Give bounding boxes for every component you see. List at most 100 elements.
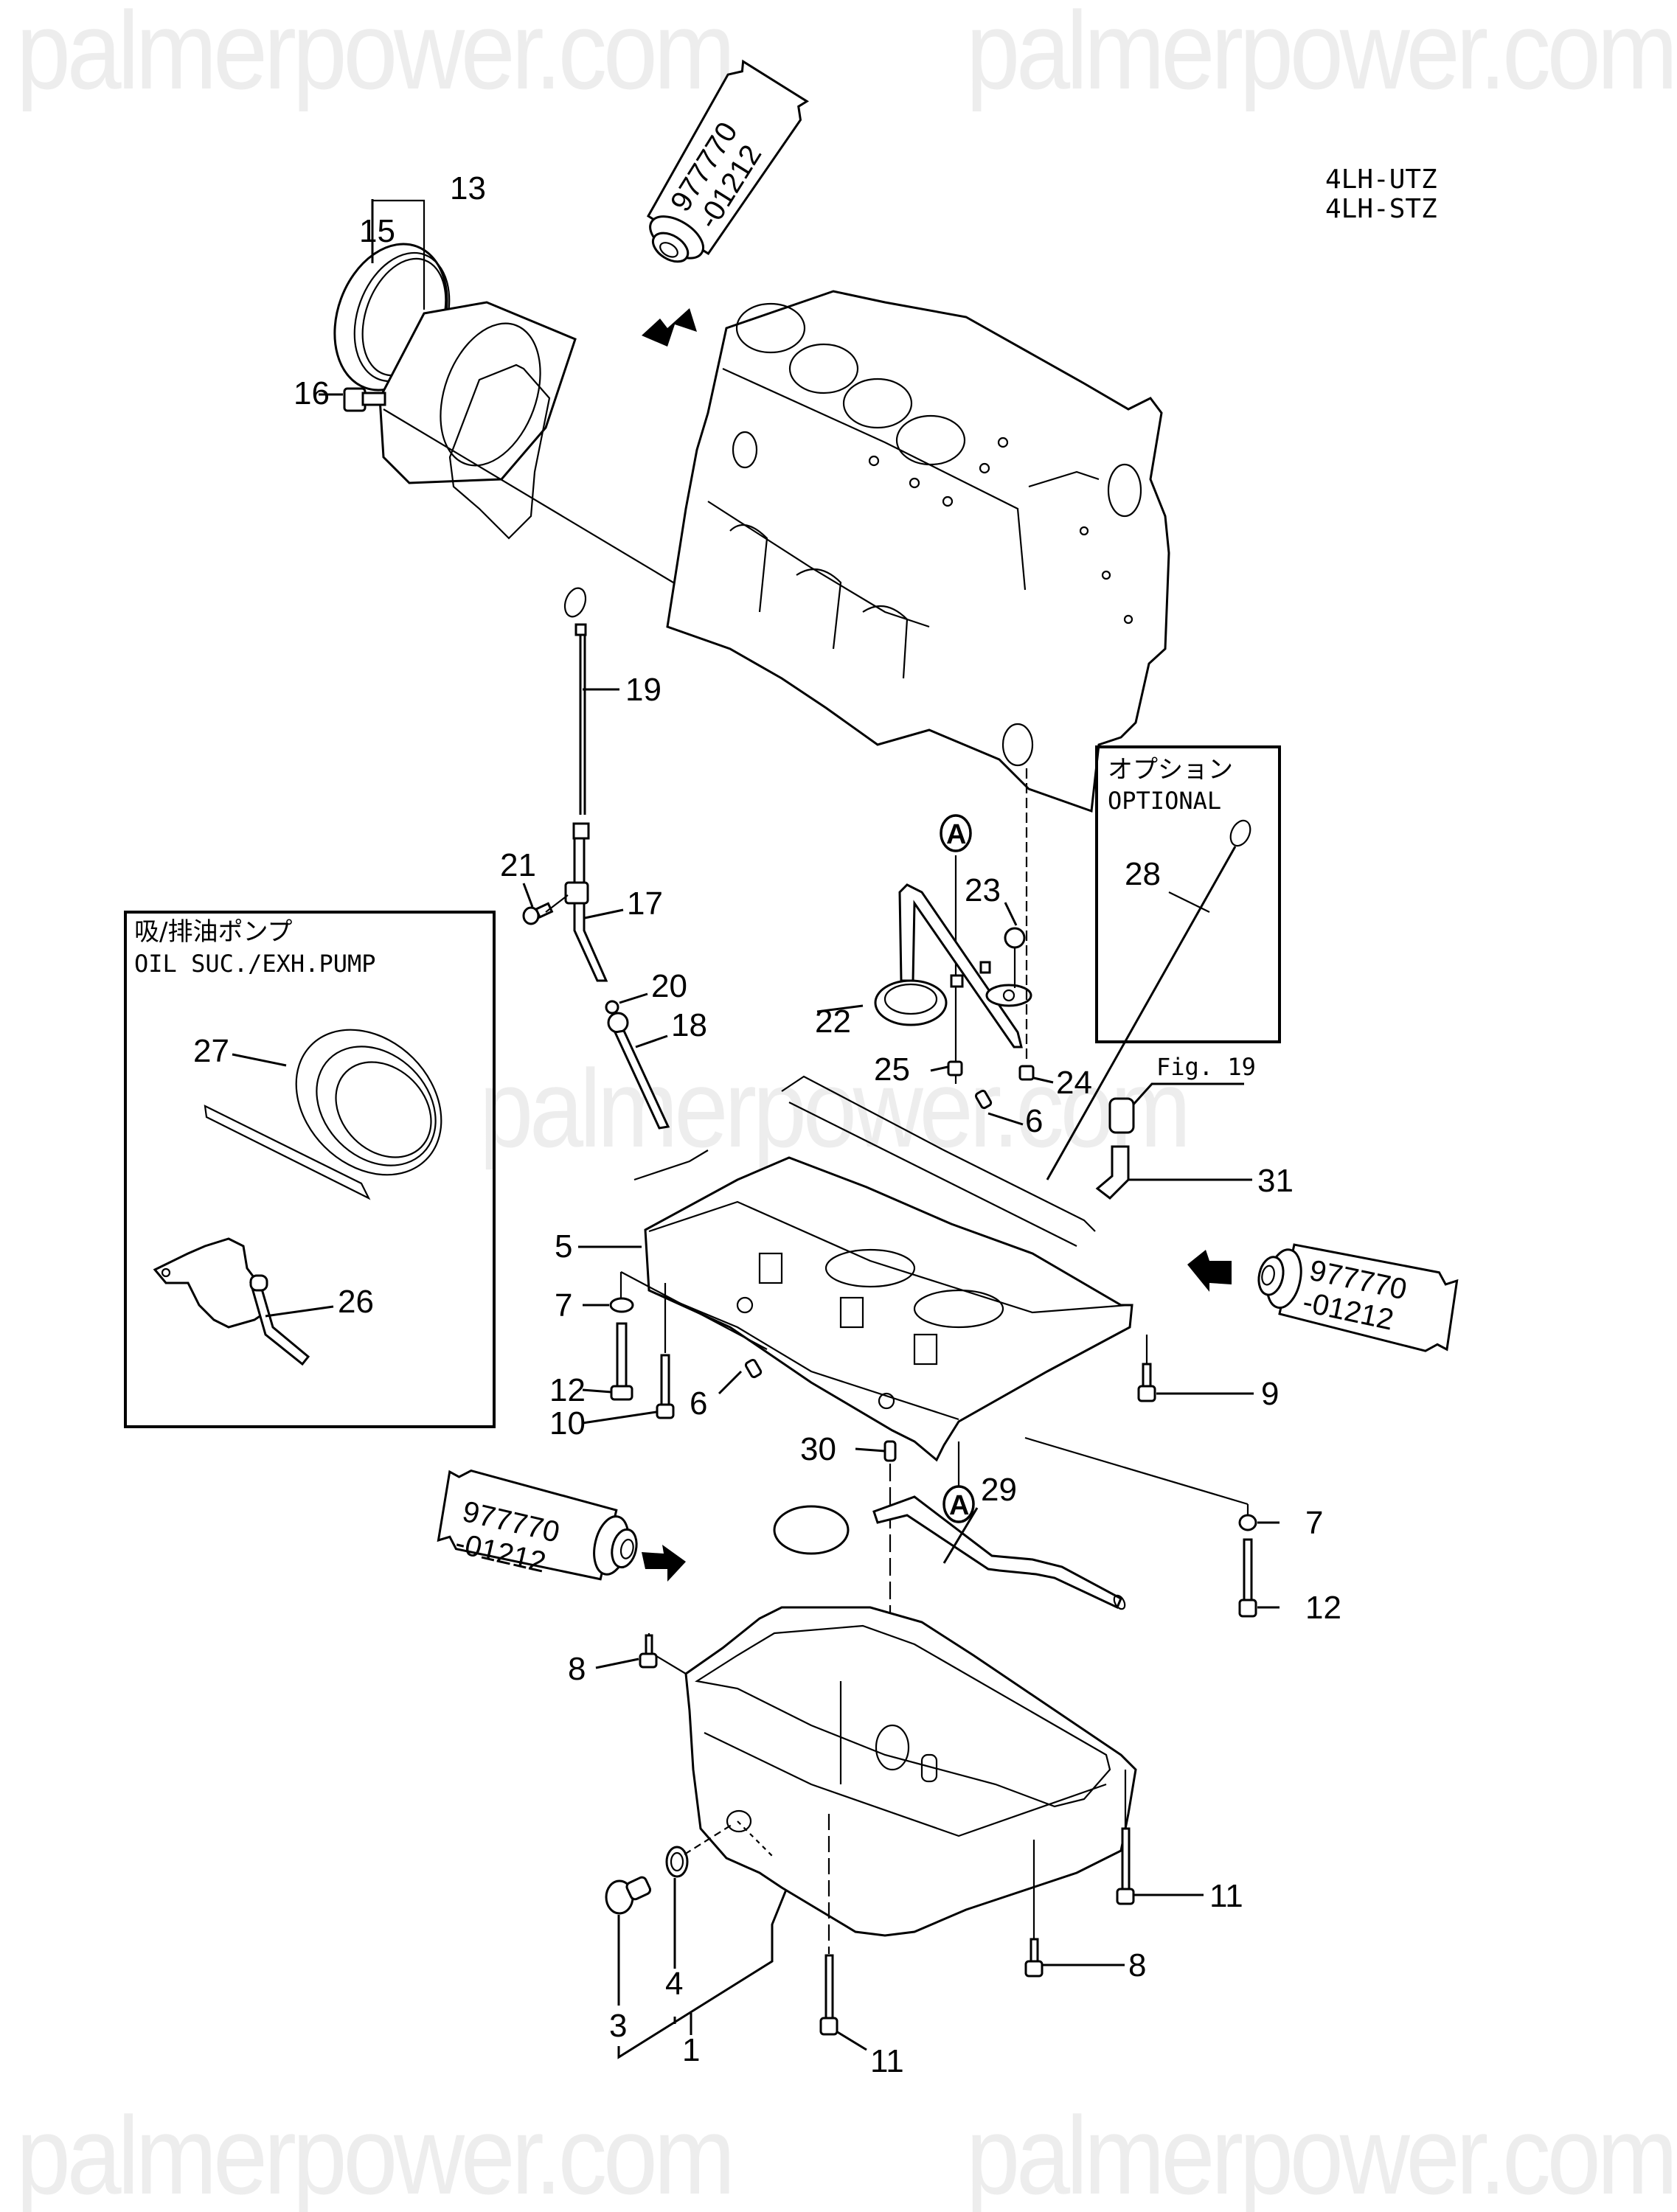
sealant-tube-right: 977770 -01212 (1257, 1243, 1459, 1352)
fig-reference-text: Fig. 19 (1156, 1053, 1256, 1081)
label-19: 19 (625, 672, 662, 708)
leader-25 (930, 1065, 948, 1072)
leader-12-left (582, 1388, 612, 1394)
lower-crankcase-5 (633, 1075, 1133, 1462)
bracket-1 (617, 1889, 788, 2059)
bolt-6-upper (974, 1089, 993, 1110)
bolt-11-lower (819, 1954, 838, 2036)
label-7-right: 7 (1305, 1505, 1323, 1541)
bolt-25 (947, 1060, 963, 1077)
reference-marker-a-top: A (940, 814, 972, 1084)
watermark-center: palmerpower.com (479, 1046, 1187, 1170)
oil-pan (684, 1606, 1137, 1937)
label-22: 22 (815, 1004, 851, 1040)
bolt-6-lower (744, 1358, 763, 1379)
leader-23 (1004, 902, 1018, 926)
label-23: 23 (965, 872, 1001, 908)
leader-30 (855, 1447, 886, 1453)
watermark-top-left: palmerpower.com (16, 0, 732, 112)
sealant-tube-top: 977770 -01212 (646, 59, 810, 263)
label-31: 31 (1257, 1163, 1294, 1199)
optional-title-en: OPTIONAL (1108, 787, 1221, 815)
label-13: 13 (450, 170, 486, 206)
leader-11-lower (836, 2030, 867, 2051)
watermark-bottom-left: palmerpower.com (16, 2093, 732, 2212)
svg-text:A: A (946, 819, 966, 850)
label-28: 28 (1125, 856, 1161, 892)
watermarks: palmerpower.com palmerpower.com palmerpo… (16, 0, 1677, 2212)
label-12-right: 12 (1305, 1590, 1341, 1626)
optional-box: オプション OPTIONAL 28 (1046, 745, 1281, 1180)
label-17: 17 (627, 886, 663, 922)
watermark-bottom-right: palmerpower.com (966, 2093, 1674, 2212)
elbow-fitting-31 (1095, 1145, 1130, 1200)
label-5: 5 (555, 1228, 572, 1265)
label-26: 26 (338, 1284, 374, 1320)
bolt-9 (1137, 1363, 1156, 1402)
crankcase-guide-left (620, 1271, 768, 1350)
leader-24 (1033, 1077, 1054, 1084)
o-ring-20 (605, 1000, 619, 1015)
label-1: 1 (682, 2032, 700, 2068)
pump-26 (153, 1237, 310, 1366)
model-designation: 4LH-UTZ 4LH-STZ (1325, 164, 1437, 224)
leader-22 (816, 1004, 864, 1013)
bolt-21-guide (545, 894, 569, 913)
oil-suction-pipe-29 (773, 1495, 1126, 1610)
label-8-left: 8 (568, 1651, 586, 1687)
bolt-12-right (1238, 1538, 1257, 1618)
pump-title-en: OIL SUC./EXH.PUMP (134, 950, 376, 978)
washer-7-right (1238, 1514, 1257, 1531)
leader-6-upper (987, 1112, 1024, 1126)
model-line-2: 4LH-STZ (1325, 194, 1437, 224)
bolt-8-left (639, 1634, 658, 1669)
pump-title-jp: 吸/排油ポンプ (134, 917, 292, 947)
leader-13 (372, 199, 426, 310)
leader-10 (582, 1411, 657, 1425)
oil-pump-box: 吸/排油ポンプ OIL SUC./EXH.PUMP 27 26 (124, 911, 496, 1428)
sealing-washer-4 (665, 1846, 689, 1878)
leader-21 (522, 883, 534, 908)
sealant-tube-left (437, 1469, 638, 1581)
leader-18 (635, 1034, 668, 1048)
arrow-icon-bottom (642, 1545, 686, 1582)
label-8-right: 8 (1128, 1947, 1146, 1983)
label-29: 29 (981, 1472, 1017, 1508)
arrow-icon-top (642, 308, 697, 347)
label-24: 24 (1056, 1065, 1092, 1101)
leader-29 (942, 1507, 979, 1564)
label-20: 20 (651, 968, 687, 1004)
svg-text:A: A (949, 1490, 969, 1521)
arrow-icon-right (1187, 1250, 1232, 1292)
washer-7-left (609, 1297, 634, 1313)
label-25: 25 (874, 1051, 910, 1088)
fig-19-reference: Fig. 19 (1108, 1053, 1256, 1134)
leader-6-lower (718, 1370, 743, 1395)
label-6-upper: 6 (1025, 1103, 1043, 1139)
bolt-24 (1018, 1065, 1035, 1081)
gasket (448, 364, 551, 540)
bolt-12-left (610, 1322, 633, 1401)
leader-20 (619, 992, 648, 1004)
label-7-left: 7 (555, 1287, 572, 1324)
bolt-8-right (1024, 1938, 1044, 1978)
watermark-top-right: palmerpower.com (966, 0, 1674, 112)
guide-line-washer-7-right (1024, 1436, 1249, 1506)
bolt-11-right (1116, 1827, 1135, 1905)
label-27: 27 (193, 1033, 229, 1069)
optional-title-jp: オプション (1108, 755, 1233, 785)
label-15: 15 (359, 213, 395, 249)
dipstick-19 (563, 587, 587, 815)
drain-plug-3 (605, 1876, 652, 1915)
oil-strainer-22 (874, 883, 1032, 1048)
bolt-30 (883, 1440, 897, 1462)
label-21: 21 (500, 847, 536, 883)
bolt-16 (343, 387, 386, 412)
hose-27 (204, 1029, 442, 1200)
washer-4-guide (684, 1824, 732, 1855)
label-10: 10 (549, 1405, 586, 1441)
dipstick-tube-18 (607, 1012, 670, 1130)
label-16: 16 (294, 375, 330, 411)
label-4: 4 (665, 1966, 683, 2002)
